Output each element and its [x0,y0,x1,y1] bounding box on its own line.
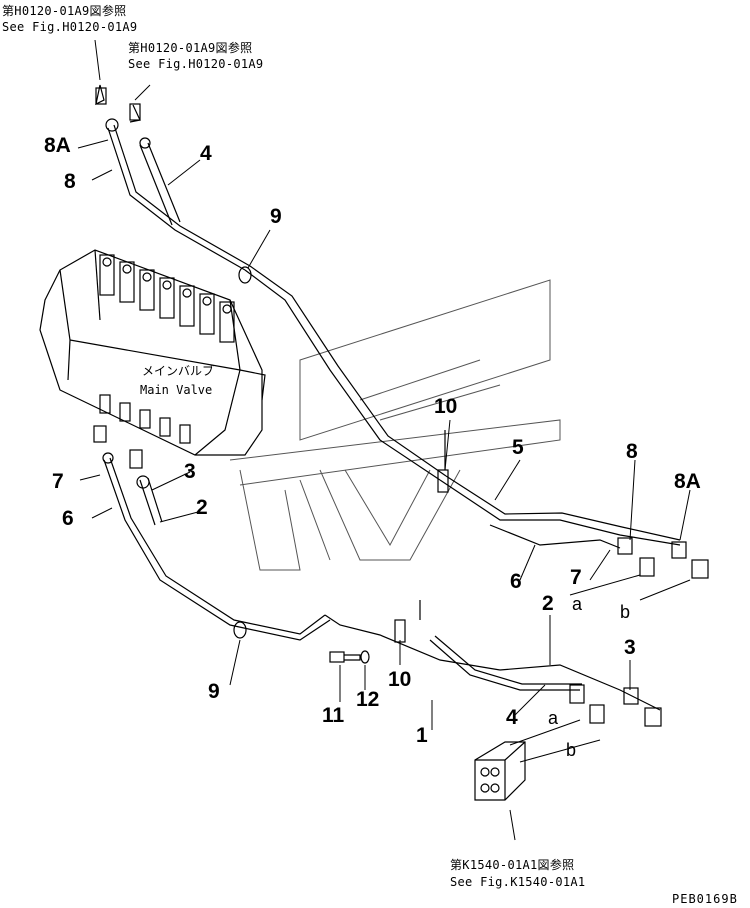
part-number-9: 9 [208,680,220,703]
part-number-7: 7 [52,470,64,493]
part-number-2: 2 [542,592,554,615]
part-number-6: 6 [62,507,74,530]
part-number-3: 3 [624,636,636,659]
main-valve-body [39,249,266,456]
port-letter-b: b [566,740,577,760]
part-number-4: 4 [200,142,212,165]
port-letter-a: a [548,708,559,728]
watermark-logo [229,279,561,571]
main-valve-label-en: Main Valve [140,383,213,397]
upper-hoses [95,84,681,549]
part-number-6: 6 [510,570,522,593]
lower-hoses [93,425,661,711]
part-number-9: 9 [270,205,282,228]
ref-note-top-left-jp: 第H0120-01A9図参照 [2,4,127,18]
part-number-7: 7 [570,566,582,589]
part-number-8A: 8A [674,470,701,493]
valve-spool-caps [99,254,235,343]
part-number-10: 10 [388,668,412,691]
part-number-8A: 8A [44,134,71,157]
ref-note-top-mid-en: See Fig.H0120-01A9 [128,57,264,71]
control-block [474,741,526,801]
hose-clamps [233,266,252,639]
port-letter-b: b [620,602,631,622]
part-number-8: 8 [626,440,638,463]
ref-note-bottom-jp: 第K1540-01A1図参照 [450,858,575,872]
valve-bottom-ports [99,394,191,444]
part-number-2: 2 [196,496,208,519]
drawing-code: PEB0169B [672,892,738,906]
part-number-8: 8 [64,170,76,193]
part-number-11: 11 [322,704,345,727]
main-valve-label-jp: メインバルブ [142,364,215,378]
port-letter-a: a [572,594,583,614]
part-number-4: 4 [506,706,518,729]
bolt-and-washer [329,650,370,664]
part-number-1: 1 [416,724,428,747]
part-number-12: 12 [356,688,380,711]
ref-note-top-left-en: See Fig.H0120-01A9 [2,20,138,34]
brackets [394,430,449,643]
leader-lines [77,39,691,841]
ref-note-top-mid-jp: 第H0120-01A9図参照 [128,41,253,55]
part-number-3: 3 [184,460,196,483]
fittings-right [569,537,709,727]
part-number-5: 5 [512,436,524,459]
ref-note-bottom-en: See Fig.K1540-01A1 [450,875,586,889]
part-number-10: 10 [434,395,458,418]
